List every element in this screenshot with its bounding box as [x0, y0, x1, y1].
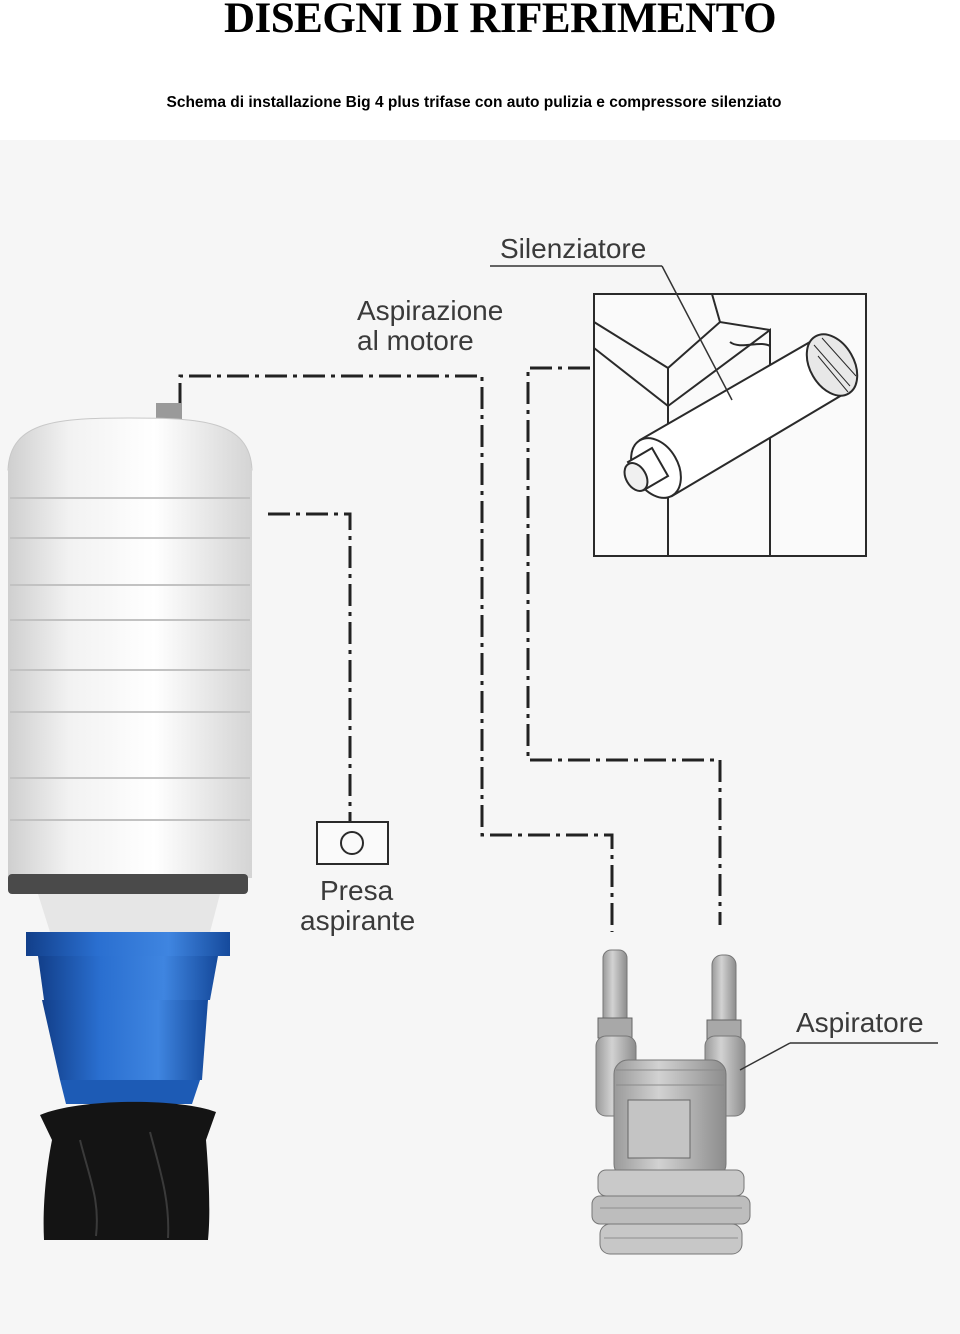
blower-label: Aspiratore	[796, 1007, 924, 1038]
inlet-label-line1: Presa	[320, 875, 394, 906]
motor-intake-label-line2: al motore	[357, 325, 474, 356]
motor-intake-label-line1: Aspirazione	[357, 295, 503, 326]
dust-collector-canister	[7, 403, 253, 1104]
silencer-label: Silenziatore	[500, 233, 646, 264]
silencer-pipe	[526, 366, 722, 925]
motor-intake-pipe	[178, 374, 614, 932]
diagram-panel: Silenziatore Aspirazione al motore Presa…	[0, 140, 960, 1334]
inlet-label-line2: aspirante	[300, 905, 415, 936]
silencer-leader-diag	[661, 265, 733, 401]
inlet-pipe	[268, 512, 352, 822]
pipe-lines	[178, 366, 722, 932]
page-title: DISEGNI DI RIFERIMENTO	[223, 0, 777, 42]
blower-leader	[739, 1042, 791, 1071]
installation-diagram: Silenziatore Aspirazione al motore Presa…	[7, 233, 938, 1255]
page-subtitle: Schema di installazione Big 4 plus trifa…	[166, 94, 782, 111]
silencer-unit	[593, 293, 867, 557]
inlet-socket	[316, 821, 389, 865]
side-channel-blower	[591, 949, 751, 1255]
collection-bag	[40, 1101, 216, 1240]
